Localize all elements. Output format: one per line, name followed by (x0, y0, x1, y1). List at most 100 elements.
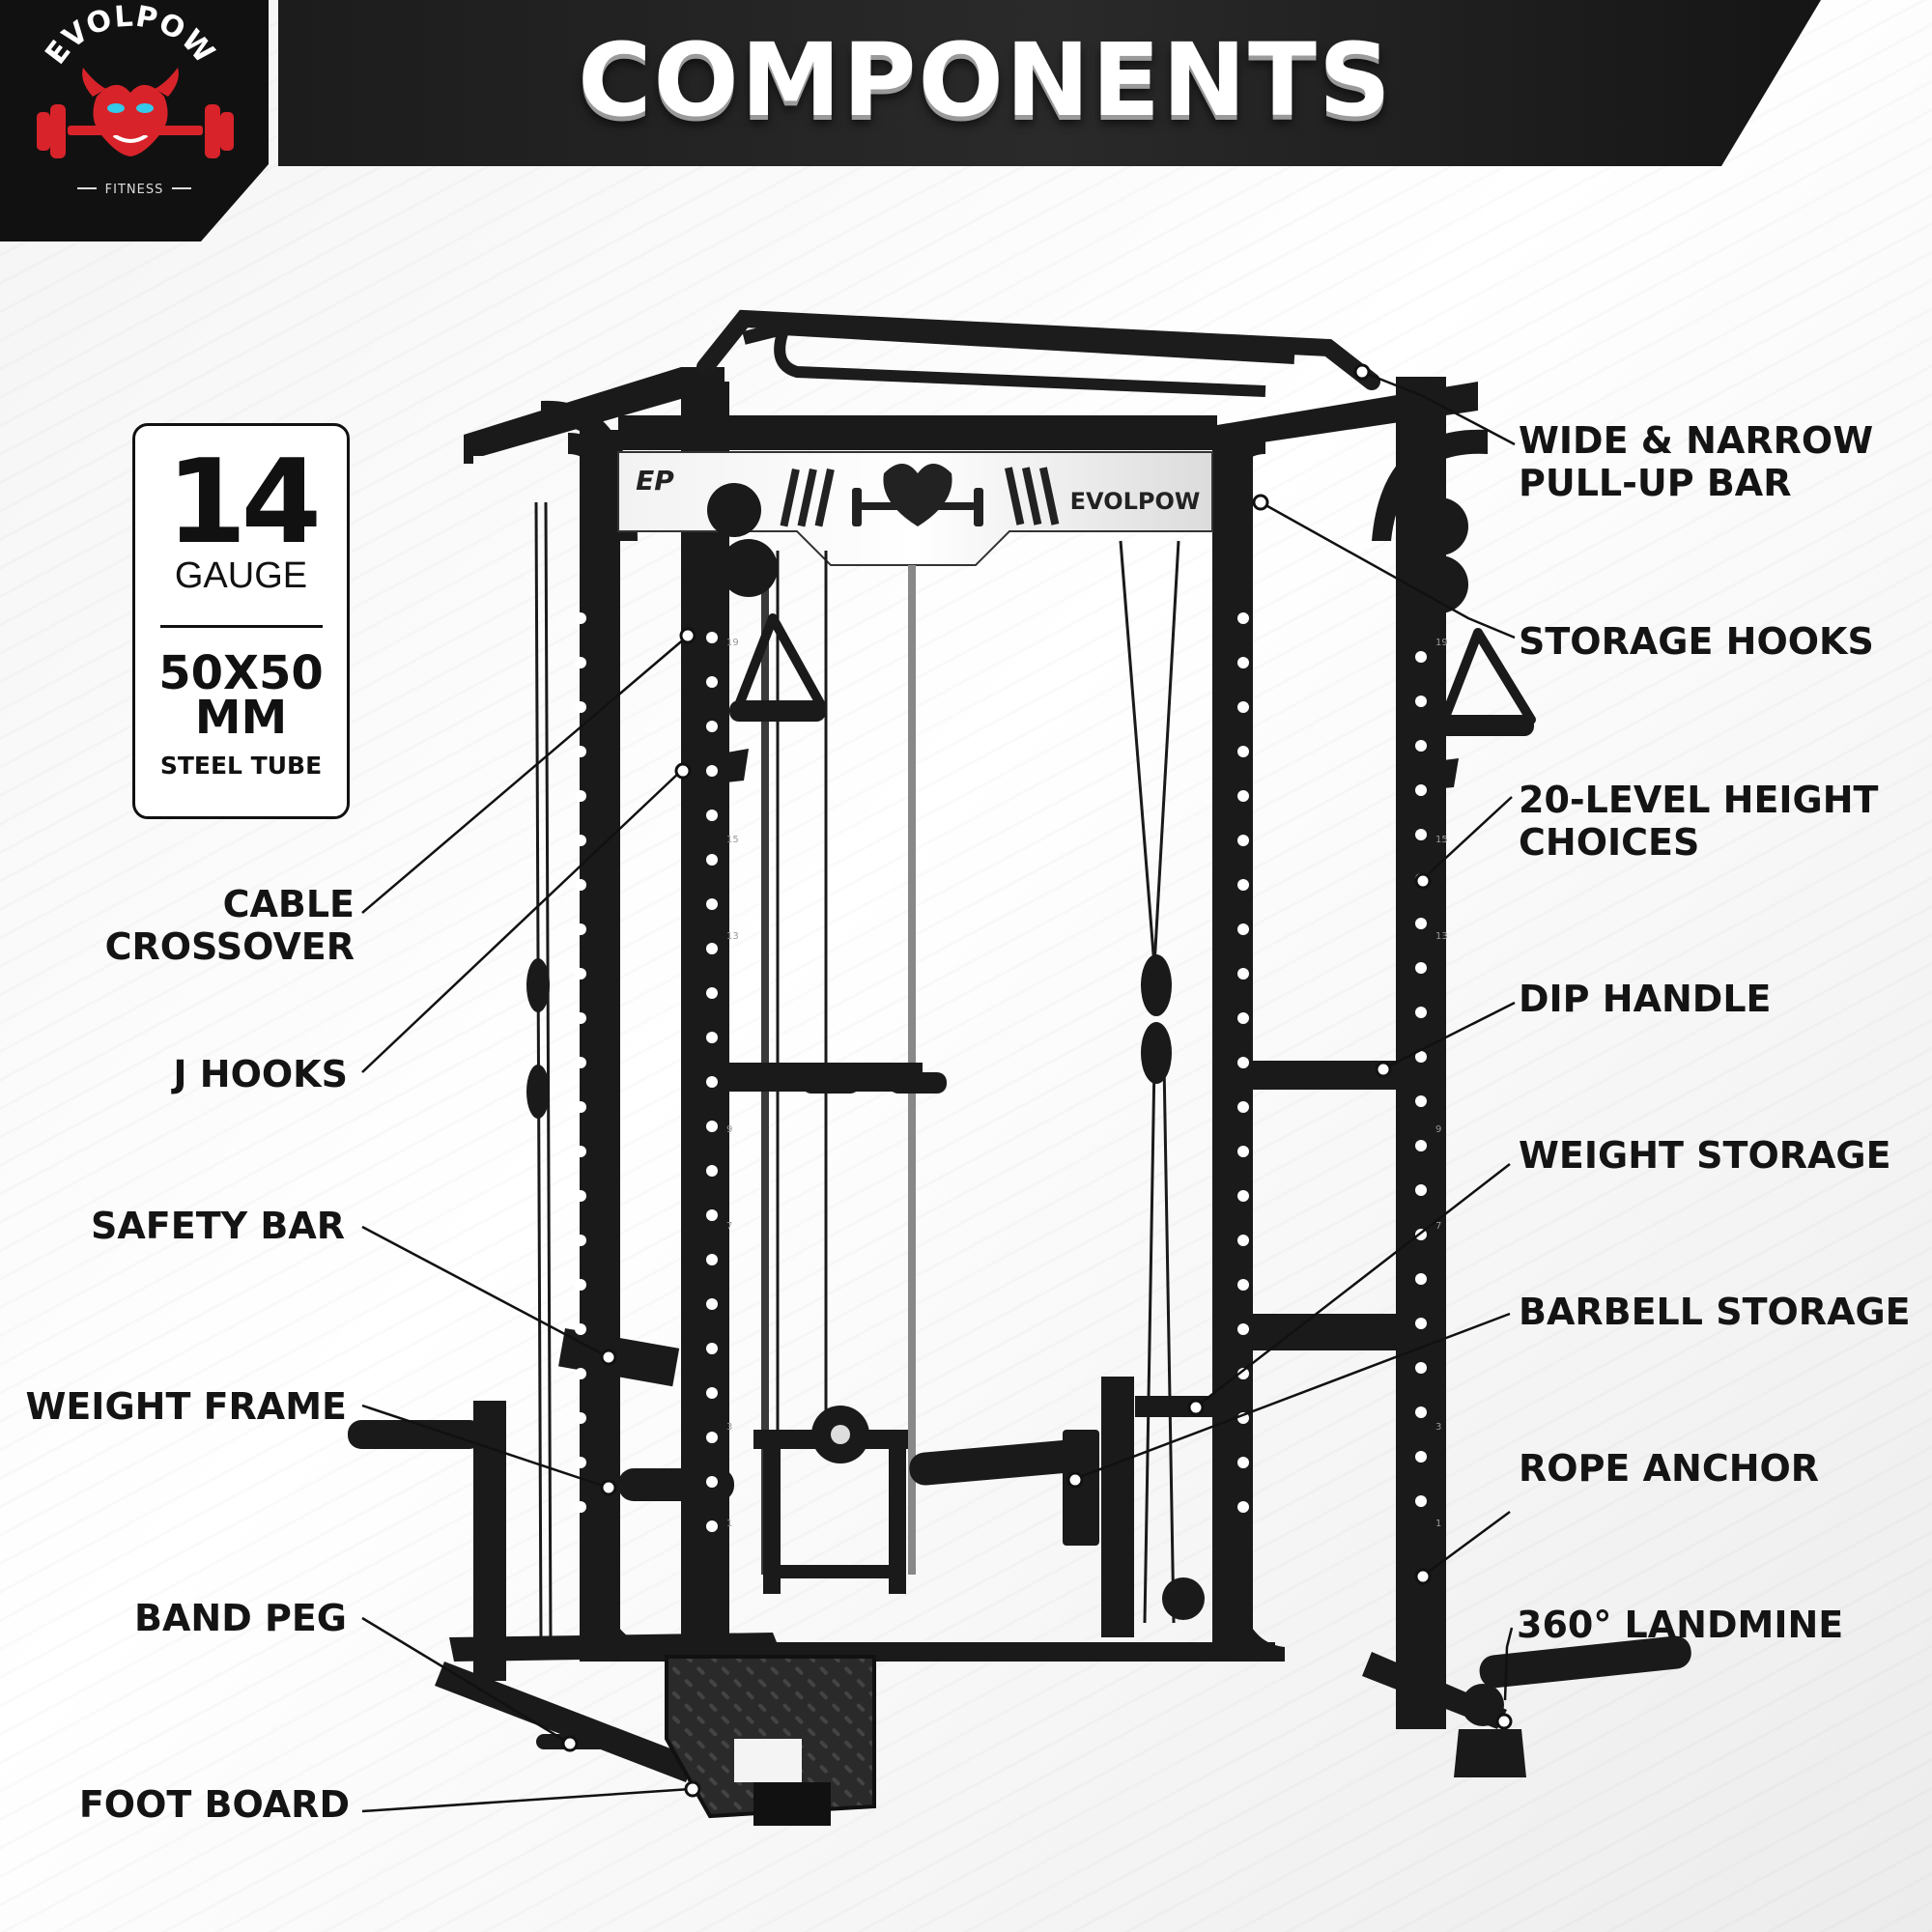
upright-hole (1415, 1318, 1427, 1329)
upright-hole (706, 1209, 718, 1221)
label-cable-crossover-line2: CROSSOVER (104, 925, 355, 968)
upright-hole (1415, 1406, 1427, 1418)
upright-hole (1415, 651, 1427, 663)
upright-hole (575, 1146, 586, 1157)
label-barbell-storage: BARBELL STORAGE (1519, 1291, 1911, 1333)
label-pull-up-bar-line2: PULL-UP BAR (1519, 462, 1792, 504)
upright-hole (1237, 1012, 1249, 1024)
tube-unit: MM (194, 691, 288, 745)
upright-hole (575, 1457, 586, 1468)
level-number: 7 (726, 1221, 732, 1232)
level-number: 13 (726, 931, 739, 942)
upright-hole (575, 1057, 586, 1068)
label-rope-anchor: ROPE ANCHOR (1519, 1447, 1820, 1490)
logo-tagline: FITNESS (105, 183, 164, 197)
label-pull-up-bar: WIDE & NARROW PULL-UP BAR (1519, 419, 1873, 504)
right-handle-grip (1437, 715, 1534, 736)
upright-hole (1237, 835, 1249, 846)
upright-hole (1415, 1184, 1427, 1196)
upright-hole (706, 810, 718, 821)
upright-hole (706, 943, 718, 954)
bull-icon (82, 68, 179, 156)
upright-hole (706, 898, 718, 910)
level-number: 3 (726, 1422, 732, 1433)
upright-hole (706, 987, 718, 999)
label-height-choices: 20-LEVEL HEIGHT CHOICES (1519, 779, 1878, 864)
label-storage-hooks: STORAGE HOOKS (1519, 620, 1874, 663)
upright-hole (706, 1476, 718, 1488)
level-number: 9 (726, 1124, 732, 1135)
upright-hole (1237, 968, 1249, 980)
upright-hole (1237, 701, 1249, 713)
upright-hole (1237, 612, 1249, 624)
upright-hole (1415, 1495, 1427, 1507)
upright-hole (1237, 1501, 1249, 1513)
label-pull-up-bar-line1: WIDE & NARROW (1519, 419, 1874, 462)
upright-hole (575, 968, 586, 980)
label-weight-storage: WEIGHT STORAGE (1519, 1134, 1891, 1177)
gauge-number: 14 (166, 436, 322, 570)
upright-hole (1237, 1101, 1249, 1113)
upright-hole (1415, 1362, 1427, 1374)
upright-hole (706, 1387, 718, 1399)
level-number: 7 (1435, 1221, 1441, 1232)
brand-logo: EVOLPOW FITNESS (0, 0, 270, 242)
upright-hole (1237, 746, 1249, 757)
upright-hole (706, 1343, 718, 1354)
upright-hole (575, 1012, 586, 1024)
label-cable-crossover: CABLE CROSSOVER (105, 883, 355, 968)
label-height-choices-line1: 20-LEVEL HEIGHT (1519, 779, 1879, 821)
upright-hole (1415, 829, 1427, 840)
upright-hole (706, 1298, 718, 1310)
level-number: 3 (1435, 1422, 1441, 1433)
upright-hole (1237, 1146, 1249, 1157)
upright-hole (706, 1254, 718, 1265)
upright-hole (575, 1323, 586, 1335)
label-cable-crossover-line1: CABLE (222, 883, 355, 925)
upright-hole (575, 746, 586, 757)
upright-hole (1415, 696, 1427, 707)
plate-brand-text: EVOLPOW (1070, 488, 1201, 515)
upright-hole (1415, 1095, 1427, 1107)
label-weight-frame: WEIGHT FRAME (25, 1385, 347, 1428)
upright-hole (1237, 1279, 1249, 1291)
j-hooks (710, 749, 1459, 790)
upright-hole (1237, 1190, 1249, 1202)
upright-hole (706, 854, 718, 866)
left-handle-grip (729, 700, 826, 722)
upright-hole (706, 676, 718, 688)
upright-hole (1415, 918, 1427, 929)
upright-hole (1415, 1140, 1427, 1151)
level-number: 9 (1435, 1124, 1441, 1135)
upright-hole (706, 765, 718, 777)
barbell-icon (37, 104, 234, 158)
cable-lines (534, 501, 1180, 1643)
upright-hole (575, 612, 586, 624)
label-foot-board: FOOT BOARD (78, 1783, 350, 1826)
upright-hole (575, 1235, 586, 1246)
upright-hole (706, 1432, 718, 1443)
upright-hole (1415, 1051, 1427, 1063)
upright-hole (575, 790, 586, 802)
upright-hole (1237, 1057, 1249, 1068)
level-number: 1 (726, 1519, 732, 1529)
upright-hole (1415, 784, 1427, 796)
page-title: COMPONENTS (578, 21, 1393, 139)
label-band-peg: BAND PEG (134, 1597, 347, 1639)
gauge-label: GAUGE (174, 555, 308, 596)
upright-hole (1237, 1235, 1249, 1246)
upright-hole (575, 701, 586, 713)
upright-hole (1415, 740, 1427, 752)
level-number: 15 (726, 835, 739, 845)
rack-frame (348, 309, 1691, 1826)
upright-hole (1415, 1273, 1427, 1285)
tube-type: STEEL TUBE (159, 752, 323, 780)
upright-hole (706, 1121, 718, 1132)
upright-holes (575, 612, 1427, 1532)
spec-card: 14 GAUGE 50X50 MM STEEL TUBE (132, 423, 350, 819)
level-number: 13 (1435, 931, 1448, 942)
upright-hole (706, 632, 718, 643)
